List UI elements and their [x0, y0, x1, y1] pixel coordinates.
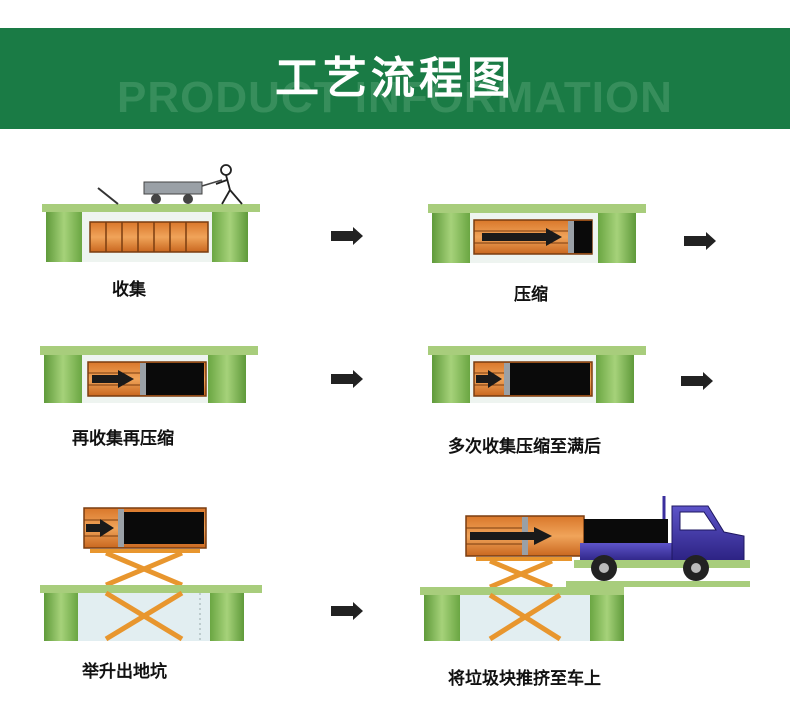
push-plate — [118, 509, 124, 547]
arrow-right-icon — [331, 602, 363, 620]
step-label-repeat-until-full: 多次收集压缩至满后 — [448, 436, 601, 457]
push-arrow-icon — [470, 527, 552, 545]
push-plate — [504, 363, 510, 395]
pit-wall-left — [44, 593, 78, 641]
push-arrow-icon — [92, 370, 134, 388]
pit-wall-left — [432, 355, 470, 403]
push-arrow-icon — [86, 519, 114, 537]
ground-strip — [420, 587, 624, 595]
garbage-cart — [97, 179, 223, 205]
compressed-waste — [146, 363, 204, 395]
step-collect — [42, 164, 260, 262]
push-plate — [568, 221, 574, 253]
step-label-lift-out: 举升出地坑 — [81, 661, 167, 682]
worker-figure — [215, 164, 243, 205]
step-repeat-until-full — [428, 346, 646, 403]
step-push-to-truck — [420, 496, 750, 642]
ground-strip — [40, 585, 262, 593]
step-label-compress: 压缩 — [514, 284, 548, 305]
compactor-container — [89, 221, 209, 253]
pit-wall-right — [212, 212, 248, 262]
arrow-right-icon — [331, 370, 363, 388]
step-recollect — [40, 346, 258, 403]
arrow-right-icon — [681, 372, 713, 390]
step-lift-out — [40, 507, 262, 642]
lift-platform — [90, 549, 200, 553]
step-label-recollect: 再收集再压缩 — [72, 428, 174, 449]
ground-strip — [42, 204, 260, 212]
pit-wall-right — [596, 355, 634, 403]
push-arrow-icon — [482, 228, 562, 246]
pit-wall-right — [210, 593, 244, 641]
ground-strip — [40, 346, 258, 355]
compressed-waste — [574, 221, 592, 253]
arrow-right-icon — [684, 232, 716, 250]
truck — [574, 496, 750, 581]
compressed-waste — [124, 512, 204, 544]
header-banner: PRODUCT INFORMATION 工艺流程图 — [0, 28, 790, 129]
pit-wall-right — [208, 355, 246, 403]
scissor-lift — [105, 550, 183, 588]
arrow-right-icon — [331, 227, 363, 245]
compressed-waste — [510, 363, 590, 395]
step-compress — [428, 204, 646, 263]
lift-platform — [476, 557, 572, 561]
pit-wall-right — [598, 213, 636, 263]
ground-strip — [428, 346, 646, 355]
pit-wall-left — [432, 213, 470, 263]
push-plate — [140, 363, 146, 395]
banner-title: 工艺流程图 — [275, 53, 515, 104]
pit-wall-left — [46, 212, 82, 262]
banner-subtitle: PRODUCT INFORMATION — [117, 73, 673, 122]
push-arrow-icon — [476, 370, 502, 388]
pit-wall-left — [424, 595, 460, 641]
step-label-push-to-truck: 将垃圾块推挤至车上 — [448, 668, 601, 689]
step-label-collect: 收集 — [112, 279, 147, 300]
pit-wall-right — [590, 595, 624, 641]
road-strip — [566, 581, 750, 587]
scissor-lift — [489, 558, 553, 590]
waste-block-on-truck — [584, 519, 668, 543]
ground-strip — [428, 204, 646, 213]
pit-wall-left — [44, 355, 82, 403]
